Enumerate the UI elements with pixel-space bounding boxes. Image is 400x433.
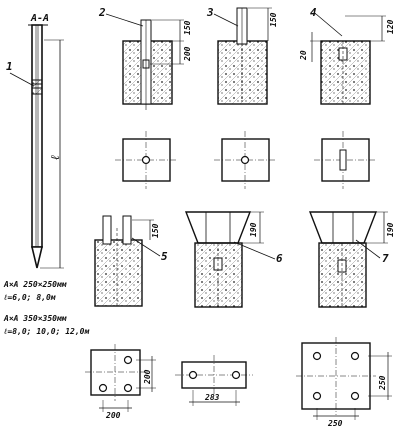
detail-2-section: 150 200 2: [98, 6, 192, 110]
plan-250x250: 250 250: [296, 337, 392, 428]
pile-length-label: ℓ: [48, 155, 62, 160]
dim-250-a: 250: [327, 419, 343, 428]
notes-block: A×A 250×250мм ℓ=6,0; 8,0м A×A 350×350мм …: [3, 280, 89, 336]
pile-shaft: [31, 24, 43, 248]
note-line-3: A×A 350×350мм: [3, 314, 67, 323]
callout-4: 4: [310, 6, 317, 19]
dim-20: 20: [299, 50, 308, 61]
plan-283: 283: [175, 355, 253, 406]
callout-1: 1: [6, 60, 13, 73]
callout-3: 3: [206, 6, 214, 19]
dim-150-a: 150: [183, 20, 192, 35]
plan-200x200: 200 200: [85, 344, 156, 420]
dim-200-a: 200: [183, 46, 192, 62]
plan-views-row: [115, 131, 377, 189]
dim-150-c: 150: [151, 223, 160, 238]
dim-283: 283: [204, 393, 220, 402]
pile-tip: [30, 246, 44, 269]
dim-190-b: 190: [386, 222, 395, 237]
callout-6: 6: [276, 252, 283, 265]
callout-5: 5: [161, 250, 168, 263]
pile-elevation: A-A ℓ 1: [6, 13, 64, 269]
note-line-4: ℓ=8,0; 10,0; 12,0м: [4, 327, 89, 336]
dim-200-c: 200: [143, 369, 152, 385]
detail-7-section: 190 7: [308, 211, 395, 308]
callout-7: 7: [382, 252, 389, 265]
dim-250-b: 250: [378, 375, 387, 391]
detail-3-section: 150 3: [206, 6, 278, 105]
callout-2: 2: [98, 6, 106, 19]
dim-150-b: 150: [269, 12, 278, 27]
detail-6-section: 190 6: [184, 211, 283, 308]
note-line-2: ℓ=6,0; 8,0м: [4, 293, 56, 302]
section-mark-label: A-A: [30, 13, 49, 24]
detail-4-section: 20 120 4: [299, 6, 395, 105]
detail-5-section: 150 5: [94, 215, 168, 307]
note-line-1: A×A 250×250мм: [3, 280, 67, 289]
dim-200-b: 200: [105, 411, 121, 420]
dim-120: 120: [386, 19, 395, 34]
dim-190-a: 190: [249, 222, 258, 237]
